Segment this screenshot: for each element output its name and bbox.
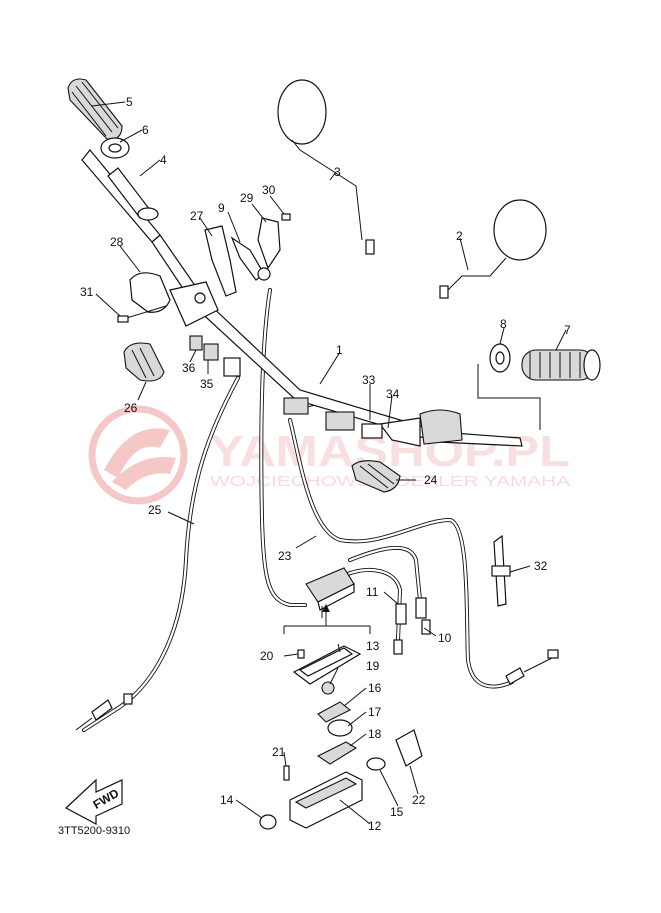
callout-20: 20 xyxy=(260,649,274,663)
callout-6: 6 xyxy=(142,123,149,137)
clutch-switch xyxy=(351,460,401,493)
callout-34: 34 xyxy=(386,387,400,401)
cable-ends xyxy=(75,597,559,731)
callout-17: 17 xyxy=(368,705,382,719)
callout-3: 3 xyxy=(334,165,341,179)
callout-labels: 1 2 3 4 5 6 7 8 9 10 11 12 13 14 15 16 1… xyxy=(80,95,571,833)
cable-tie xyxy=(491,534,511,607)
callout-32: 32 xyxy=(534,559,548,573)
callout-27: 27 xyxy=(190,209,204,223)
callout-36: 36 xyxy=(182,361,196,375)
left-switch xyxy=(123,342,165,382)
callout-35: 35 xyxy=(200,377,214,391)
callout-5: 5 xyxy=(126,95,133,109)
throttle-housing xyxy=(117,272,219,327)
callout-16: 16 xyxy=(368,681,382,695)
callout-22: 22 xyxy=(412,793,426,807)
left-grip xyxy=(67,78,123,141)
callout-33: 33 xyxy=(362,373,376,387)
callout-10: 10 xyxy=(438,631,452,645)
callout-8: 8 xyxy=(500,317,507,331)
fwd-arrow: FWD xyxy=(64,778,123,825)
callout-13: 13 xyxy=(366,639,380,653)
callout-26: 26 xyxy=(124,401,138,415)
callout-11: 11 xyxy=(366,585,379,599)
right-grip xyxy=(477,343,601,430)
right-switch xyxy=(283,397,463,447)
switch-assembly-exploded xyxy=(259,604,423,830)
grip-end-ring xyxy=(100,137,130,159)
callout-24: 24 xyxy=(424,473,438,487)
callout-30: 30 xyxy=(262,183,276,197)
throttle-tube xyxy=(107,167,159,221)
callout-29: 29 xyxy=(240,191,254,205)
watermark-logo xyxy=(88,405,188,505)
callout-1: 1 xyxy=(336,343,343,357)
callout-31: 31 xyxy=(80,285,94,299)
cable-fittings-left xyxy=(189,335,241,377)
mirror-right-lower xyxy=(439,199,547,299)
lever-bracket xyxy=(204,213,291,297)
handlebar xyxy=(81,149,523,447)
callout-12: 12 xyxy=(368,819,382,833)
callout-19: 19 xyxy=(366,659,380,673)
callout-21: 21 xyxy=(272,745,286,759)
callout-14: 14 xyxy=(220,793,234,807)
callout-25: 25 xyxy=(148,503,162,517)
callout-15: 15 xyxy=(390,805,404,819)
diagram-code: 3TT5200-9310 xyxy=(58,825,130,837)
harness-connector xyxy=(305,567,355,618)
leader-lines xyxy=(91,101,567,825)
callout-28: 28 xyxy=(110,235,124,249)
mirror-right-upper xyxy=(277,79,375,255)
callout-23: 23 xyxy=(278,549,292,563)
callout-2: 2 xyxy=(456,229,463,243)
callout-9: 9 xyxy=(218,201,225,215)
callout-18: 18 xyxy=(368,727,382,741)
callout-4: 4 xyxy=(160,153,167,167)
callout-7: 7 xyxy=(564,323,571,337)
